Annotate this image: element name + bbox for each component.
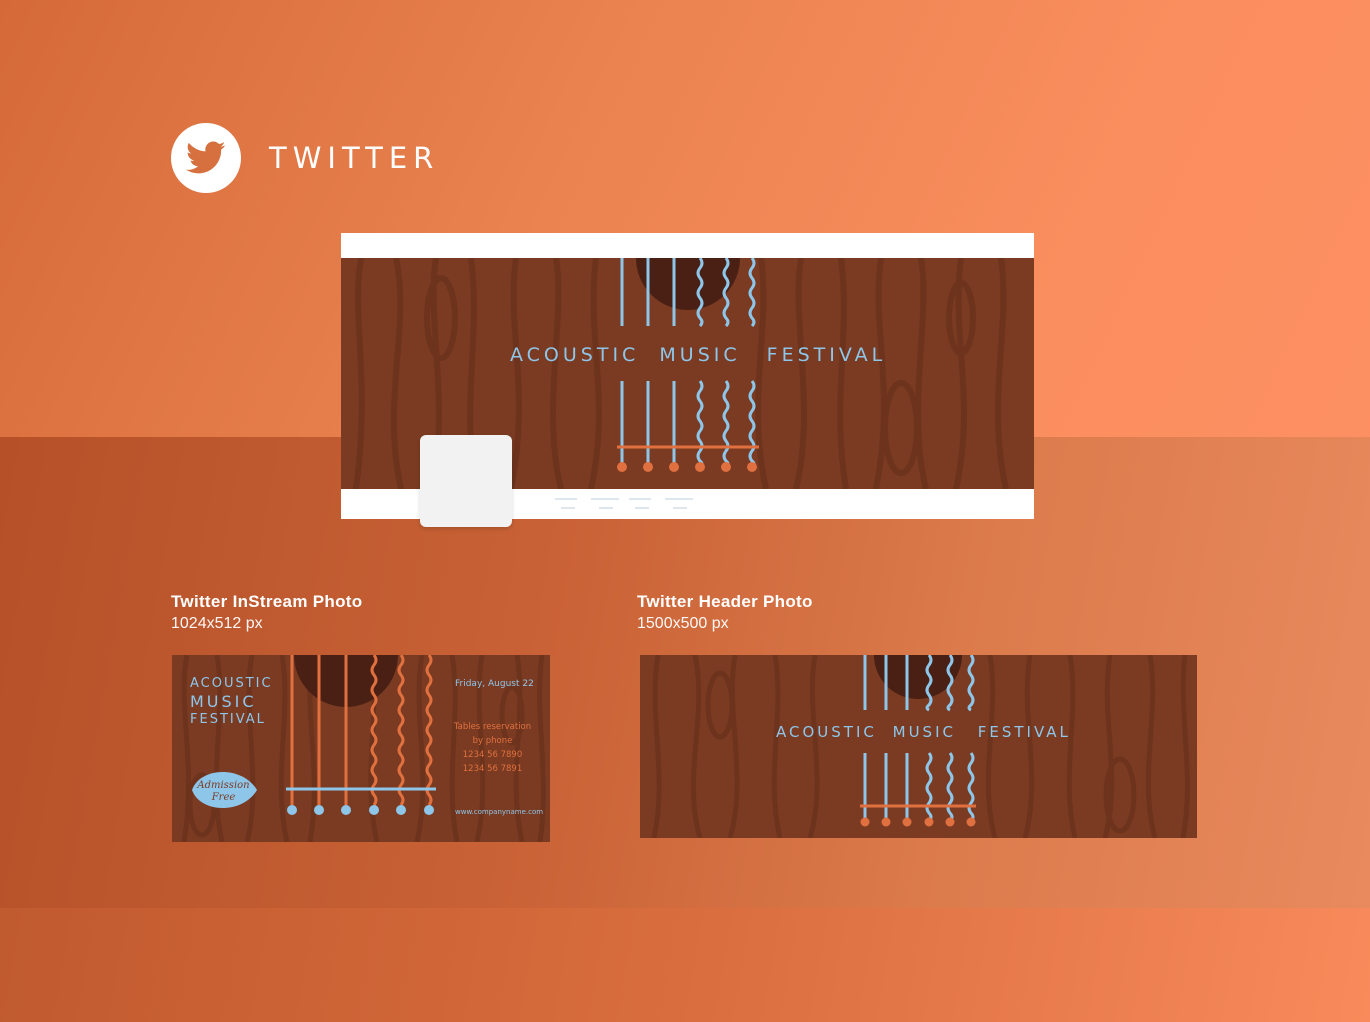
header-word-acoustic: ACOUSTIC <box>776 723 877 741</box>
instream-caption-title: Twitter InStream Photo <box>171 592 363 611</box>
reservation-line-2: by phone <box>472 736 513 746</box>
header-photo-caption-size: 1500x500 px <box>637 615 729 632</box>
stat-placeholder <box>599 507 613 509</box>
section-title: TWITTER <box>269 141 440 175</box>
reservation-line-1: Tables reservation <box>453 722 532 732</box>
twitter-profile-mockup: ACOUSTIC MUSIC FESTIVAL <box>341 233 1034 527</box>
instream-title-acoustic: ACOUSTIC <box>190 676 273 691</box>
header-photo-artwork <box>651 655 1190 838</box>
instream-title: ACOUSTIC MUSIC FESTIVAL <box>190 675 273 729</box>
event-date: Friday, August 22 <box>455 679 534 689</box>
stat-placeholder <box>561 507 575 509</box>
instream-caption-size: 1024x512 px <box>171 615 263 632</box>
instream-photo: ACOUSTIC MUSIC FESTIVAL Admission Free F… <box>172 655 550 842</box>
background-bottom-band <box>0 908 1370 1022</box>
instream-title-music: MUSIC <box>190 692 257 711</box>
stat-placeholder <box>555 498 577 500</box>
header-photo: ACOUSTIC MUSIC FESTIVAL <box>640 655 1197 838</box>
banner-artwork <box>353 258 1009 489</box>
guitar-pick-badge <box>192 771 257 809</box>
twitter-bird-icon <box>171 123 241 193</box>
banner-title: ACOUSTIC MUSIC FESTIVAL <box>510 344 886 366</box>
banner-word-music: MUSIC <box>659 344 741 366</box>
sound-hole <box>636 258 740 310</box>
website: www.companyname.com <box>455 808 544 816</box>
header-photo-title: ACOUSTIC MUSIC FESTIVAL <box>776 723 1071 741</box>
header-word-festival: FESTIVAL <box>977 723 1071 741</box>
banner-word-acoustic: ACOUSTIC <box>510 344 640 366</box>
stat-placeholder <box>665 498 693 500</box>
admission-badge-text: Admission Free <box>196 780 251 804</box>
stat-placeholder <box>673 507 687 509</box>
banner-word-festival: FESTIVAL <box>766 344 887 366</box>
phone-2: 1234 56 7891 <box>462 764 523 774</box>
phone-1: 1234 56 7890 <box>462 750 523 760</box>
section-header: TWITTER <box>171 123 439 193</box>
instream-title-festival: FESTIVAL <box>190 712 266 727</box>
stat-placeholder <box>635 507 649 509</box>
sound-hole <box>874 655 962 699</box>
header-word-music: MUSIC <box>892 723 956 741</box>
header-photo-caption-title: Twitter Header Photo <box>637 592 813 611</box>
stat-placeholder <box>629 498 651 500</box>
badge-line-2: Free <box>211 792 236 803</box>
instream-artwork <box>181 655 546 842</box>
header-photo-caption: Twitter Header Photo 1500x500 px <box>637 592 813 633</box>
badge-line-1: Admission <box>197 780 250 791</box>
profile-header-banner: ACOUSTIC MUSIC FESTIVAL <box>341 258 1034 489</box>
reservation-info: Tables reservation by phone 1234 56 7890… <box>450 720 535 776</box>
avatar-placeholder <box>420 435 512 527</box>
stat-placeholder <box>591 498 619 500</box>
instream-caption: Twitter InStream Photo 1024x512 px <box>171 592 362 633</box>
